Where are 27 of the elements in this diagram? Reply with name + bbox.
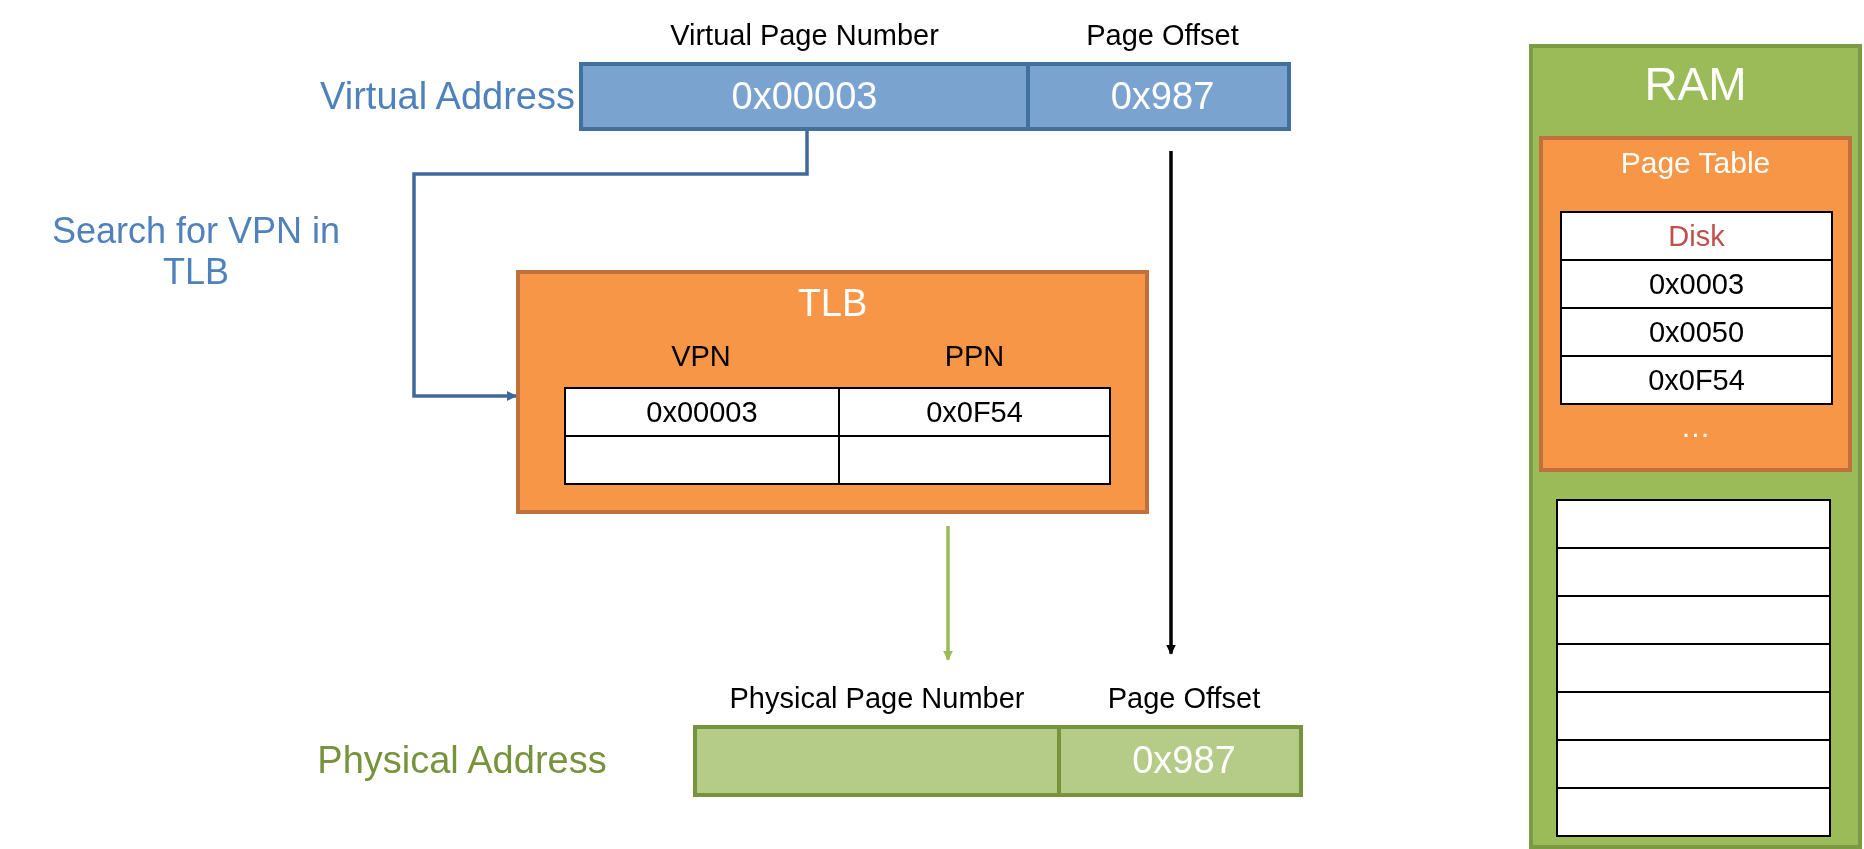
column-heading: VPN (670, 340, 732, 374)
arrow (943, 526, 953, 661)
table-cell: 0x00003 (564, 387, 840, 437)
arrow (1166, 151, 1176, 655)
table-cell: 0x0F54 (838, 387, 1111, 437)
field-value: 0x987 (1132, 739, 1236, 783)
field-heading: Virtual Page Number (670, 18, 939, 52)
field-heading: Page Offset (1086, 18, 1239, 52)
table-cell: Disk (1560, 211, 1833, 261)
table-cell: 0x0F54 (1560, 355, 1833, 405)
arrow (412, 131, 809, 401)
table-cell: 0x0050 (1560, 307, 1833, 357)
address-label: Virtual Address (320, 74, 575, 119)
address-label: Physical Address (317, 739, 607, 783)
field-value: 0x00003 (731, 74, 878, 119)
tlb-panel (516, 270, 1149, 514)
field-value: 0x987 (1110, 74, 1215, 119)
panel-title: Page Table (1620, 146, 1771, 181)
page-table-panel (1539, 136, 1852, 472)
column-heading: PPN (943, 340, 1006, 374)
field-heading: Physical Page Number (729, 681, 1025, 715)
table-cell: 0x0003 (1560, 259, 1833, 309)
panel-title: RAM (1644, 58, 1747, 111)
panel-title: TLB (797, 282, 868, 326)
field-heading: Page Offset (1107, 681, 1261, 715)
ellipsis: … (1680, 410, 1711, 445)
ram-column (1529, 44, 1862, 849)
